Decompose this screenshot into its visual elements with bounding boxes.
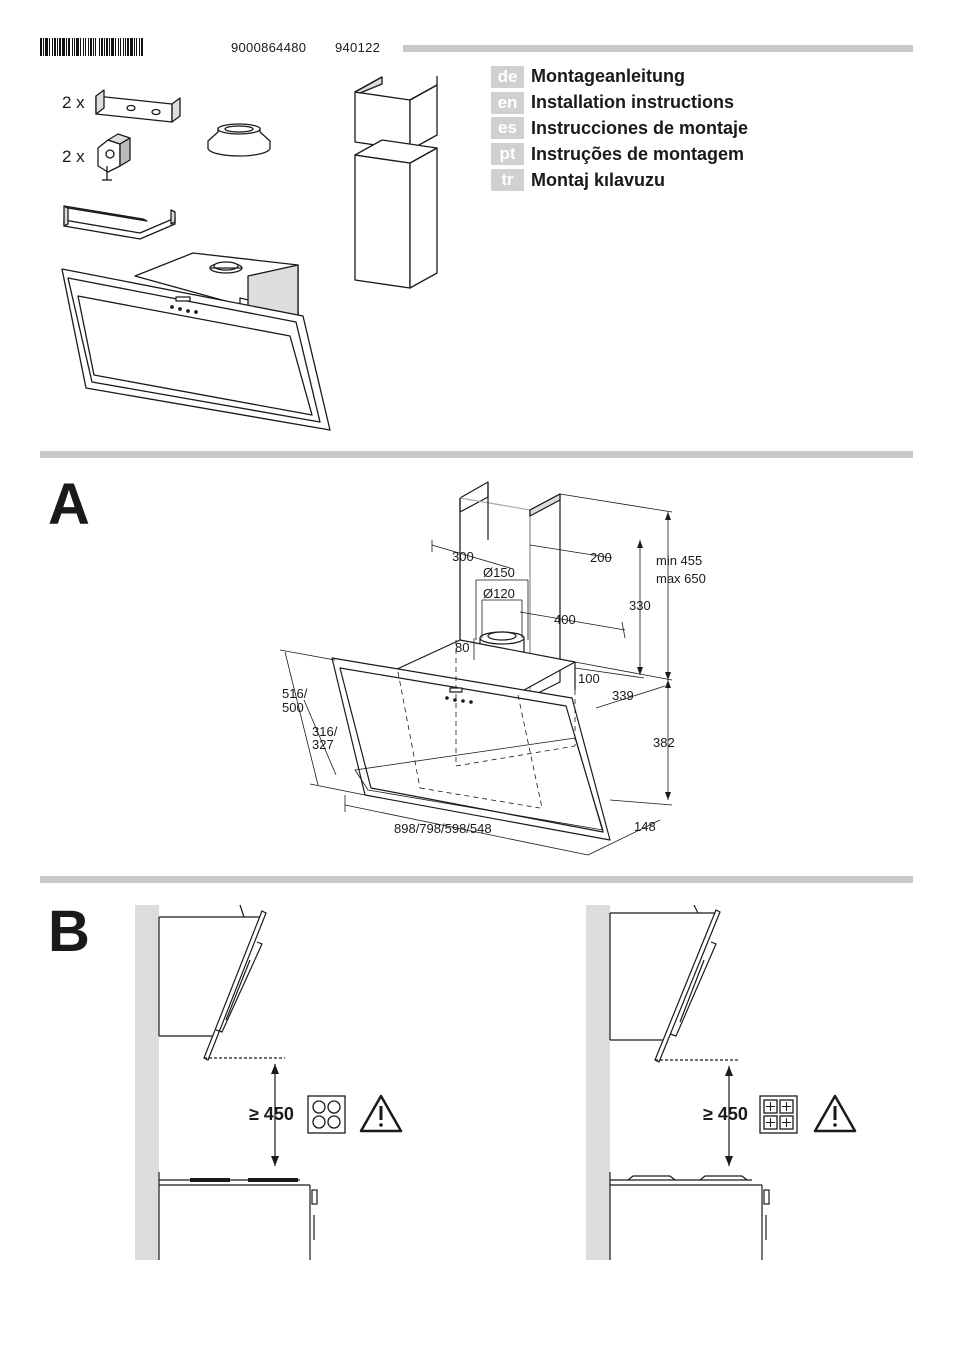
parts-illustration <box>61 76 438 431</box>
dim-body-depth: 339 <box>612 688 634 703</box>
date-code: 940122 <box>335 40 381 55</box>
dim-duct-height: 80 <box>455 640 470 655</box>
bracket-quantity: 2 x <box>62 93 85 112</box>
language-item-de: de Montageanleitung <box>491 64 748 90</box>
dim-top-depth: 100 <box>578 671 600 686</box>
chimney-upper-icon <box>354 76 438 151</box>
u-bracket-icon <box>63 205 176 240</box>
dim-duct-inner: Ø120 <box>483 586 515 601</box>
gas-hob-icon <box>759 1095 798 1134</box>
min-distance-gas: ≥ 450 <box>703 1104 748 1124</box>
section-letter-b: B <box>48 899 90 964</box>
language-title: Montaj kılavuzu <box>531 169 666 190</box>
min-distance-electric: ≥ 450 <box>249 1104 294 1124</box>
dim-bottom-depth: 148 <box>634 819 656 834</box>
header-rule <box>403 45 913 52</box>
barcode-icon <box>40 38 218 56</box>
language-title: Montageanleitung <box>531 66 685 87</box>
language-item-es: es Instrucciones de montaje <box>491 116 748 142</box>
screw-quantity: 2 x <box>62 147 85 166</box>
clearance-gas <box>586 904 857 1260</box>
dim-chimney-width: 200 <box>590 550 612 565</box>
dim-front-height-outer-a: 516/ <box>282 686 308 701</box>
dim-upper-height: 330 <box>629 598 651 613</box>
clearance-electric <box>135 904 403 1260</box>
article-number: 9000864480 <box>231 40 307 55</box>
dim-widths: 898/798/598/548 <box>394 821 492 836</box>
chimney-lower-icon <box>354 139 438 289</box>
language-code-badge: es <box>491 117 524 140</box>
section-divider <box>40 451 913 458</box>
section-letter-a: A <box>48 472 90 537</box>
dim-front-height-inner-a: 316/ <box>312 724 338 739</box>
duct-adapter-icon <box>207 123 271 157</box>
language-code-badge: de <box>491 65 524 88</box>
dim-duct-offset: 400 <box>554 612 576 627</box>
section-divider <box>40 876 913 883</box>
electric-hob-icon <box>307 1095 346 1134</box>
warning-triangle-icon <box>359 1094 403 1133</box>
language-code-badge: en <box>491 91 524 114</box>
dim-chimney-max: max 650 <box>656 571 706 586</box>
dim-front-height-inner-b: 327 <box>312 737 334 752</box>
language-code-badge: tr <box>491 169 524 192</box>
wall-bracket-icon <box>95 89 181 123</box>
dim-front-height-outer-b: 500 <box>282 700 304 715</box>
language-item-pt: pt Instruções de montagem <box>491 141 748 167</box>
warning-triangle-icon <box>813 1094 857 1133</box>
language-item-en: en Installation instructions <box>491 90 748 116</box>
dimension-drawing <box>279 481 673 856</box>
language-title: Installation instructions <box>531 92 735 113</box>
dim-hood-height: 382 <box>653 735 675 750</box>
language-item-tr: tr Montaj kılavuzu <box>491 167 748 193</box>
screw-clip-icon <box>97 133 131 181</box>
hood-icon <box>61 252 331 431</box>
language-title: Instruções de montagem <box>531 143 745 164</box>
dim-chimney-min: min 455 <box>656 553 703 568</box>
language-list: de Montageanleitung en Installation inst… <box>491 64 748 193</box>
language-code-badge: pt <box>491 143 524 166</box>
dim-duct-outer: Ø150 <box>483 565 515 580</box>
language-title: Instrucciones de montaje <box>531 117 749 138</box>
dim-chimney-depth: 300 <box>452 549 474 564</box>
